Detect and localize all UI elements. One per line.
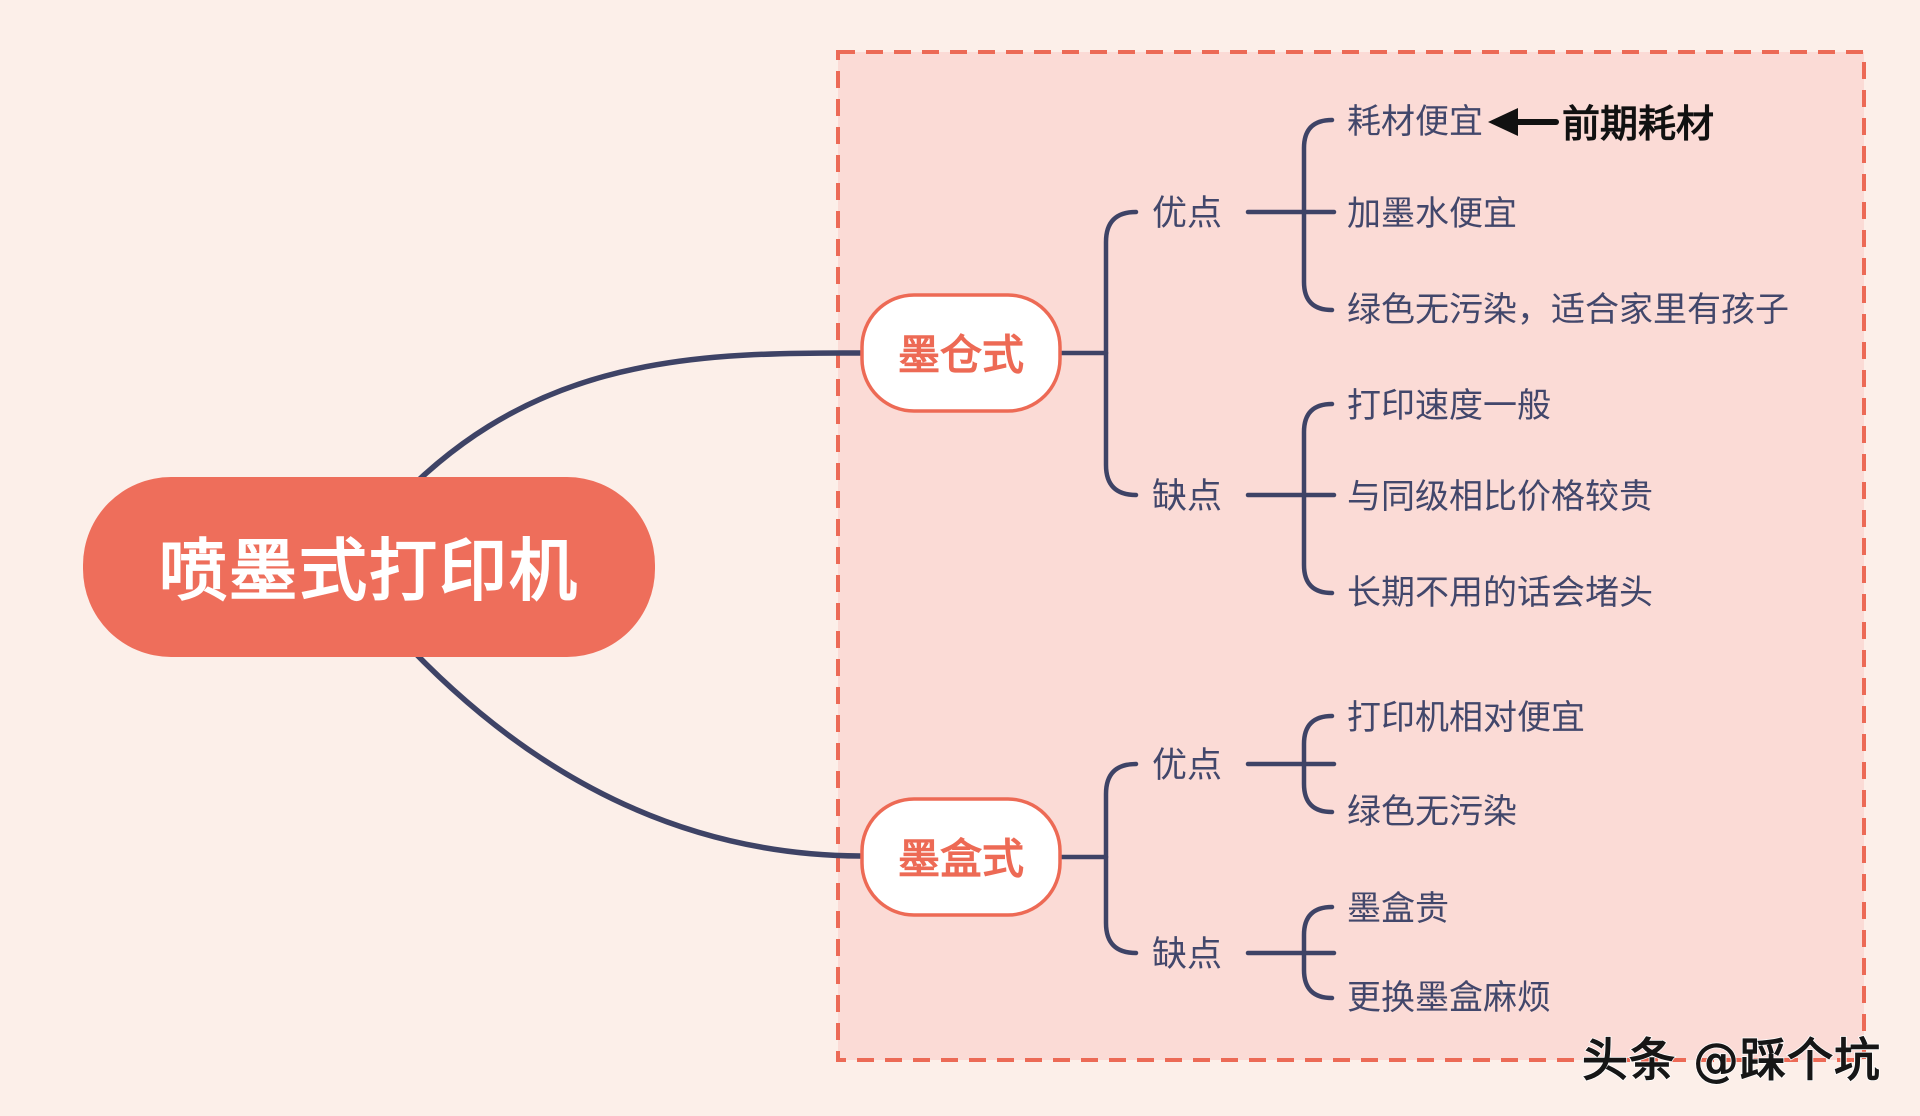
cartridge-pros-label[interactable]: 优点 [1152, 746, 1222, 786]
root-node-label: 喷墨式打印机 [159, 533, 579, 612]
annotation: 前期耗材 [1488, 102, 1714, 146]
root-to-cartridge-curve [377, 612, 863, 859]
watermark-text: 头条 @踩个坑 [1582, 1033, 1881, 1087]
leaf-cheap-printer[interactable]: 打印机相对便宜 [1347, 698, 1585, 738]
root-to-inktank-curve [377, 350, 863, 523]
inktank-node-label: 墨仓式 [898, 331, 1024, 380]
cartridge-node[interactable]: 墨盒式 [860, 797, 1062, 917]
leaf-cheap-consumables[interactable]: 耗材便宜 [1347, 102, 1483, 142]
inktank-cons-label[interactable]: 缺点 [1152, 477, 1222, 517]
leaf-clogs-when-unused[interactable]: 长期不用的话会堵头 [1347, 573, 1653, 613]
cartridge-cons-brace [1301, 904, 1335, 1001]
root-node[interactable]: 喷墨式打印机 [83, 477, 655, 657]
cartridge-pros-brace [1301, 713, 1335, 815]
annotation-arrow-head-icon [1488, 108, 1518, 136]
cartridge-node-shape [860, 797, 1062, 917]
leaf-cheap-ink-refill[interactable]: 加墨水便宜 [1347, 194, 1517, 234]
inktank-pros-label[interactable]: 优点 [1152, 194, 1222, 234]
root-node-shape [83, 477, 655, 657]
leaf-expensive-cartridge[interactable]: 墨盒贵 [1347, 889, 1449, 929]
leaf-green-no-pollution[interactable]: 绿色无污染 [1347, 792, 1517, 832]
inktank-pros-brace [1301, 117, 1335, 313]
inktank-node-shape [860, 293, 1062, 413]
inktank-cons-brace [1301, 401, 1335, 596]
leaf-average-speed[interactable]: 打印速度一般 [1347, 386, 1551, 426]
leaf-cartridge-replacement-hassle[interactable]: 更换墨盒麻烦 [1347, 978, 1551, 1018]
inktank-node[interactable]: 墨仓式 [860, 293, 1062, 413]
annotation-text: 前期耗材 [1562, 102, 1714, 146]
leaf-green-kids[interactable]: 绿色无污染，适合家里有孩子 [1347, 290, 1789, 330]
cartridge-cons-label[interactable]: 缺点 [1152, 935, 1222, 975]
leaf-pricier-than-peers[interactable]: 与同级相比价格较贵 [1347, 477, 1653, 517]
cartridge-node-label: 墨盒式 [898, 835, 1024, 884]
inktank-children-brace [1103, 209, 1139, 498]
cartridge-children-brace [1103, 761, 1139, 956]
